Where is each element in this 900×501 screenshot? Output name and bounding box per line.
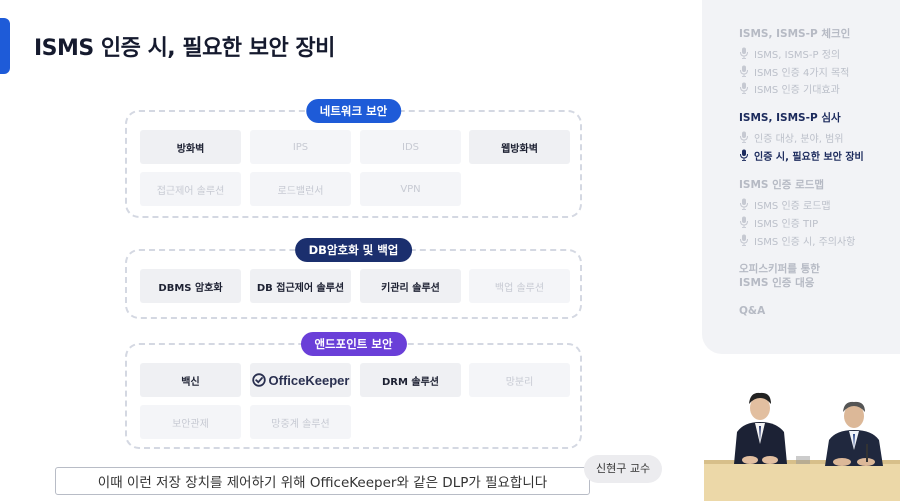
- mic-icon: [739, 65, 749, 77]
- tile-ids: IDS: [360, 130, 461, 164]
- officekeeper-logo-text: OfficeKeeper: [268, 372, 350, 388]
- presenter-1: [734, 392, 787, 464]
- toc-item-scope[interactable]: 인증 대상, 분야, 범위: [739, 130, 844, 145]
- mic-icon: [739, 198, 749, 210]
- toc-sidebar: [702, 0, 900, 354]
- toc-item-definition[interactable]: ISMS, ISMS-P 정의: [739, 46, 840, 61]
- tile-load-balancer: 로드밸런서: [250, 172, 351, 206]
- tile-drm: DRM 솔루션: [360, 363, 461, 397]
- tile-antivirus: 백신: [140, 363, 241, 397]
- toc-item-label: ISMS 인증 로드맵: [754, 201, 831, 212]
- tile-db-access-control: DB 접근제어 솔루션: [250, 269, 351, 303]
- toc-item-cautions[interactable]: ISMS 인증 시, 주의사항: [739, 233, 855, 248]
- toc-item-label: ISMS 인증 기대효과: [754, 85, 840, 96]
- tile-security-monitoring: 보안관제: [140, 405, 241, 439]
- tile-officekeeper: OfficeKeeper: [250, 363, 351, 397]
- title-accent-bar: [0, 18, 10, 74]
- toc-item-label: ISMS, ISMS-P 정의: [754, 50, 841, 61]
- mic-icon: [739, 234, 749, 246]
- officekeeper-check-icon: [251, 373, 266, 387]
- tile-key-management: 키관리 솔루션: [360, 269, 461, 303]
- speaker-badge: 신현구 교수: [584, 455, 663, 483]
- db-encryption-group: DB암호화 및 백업 DBMS 암호화 DB 접근제어 솔루션 키관리 솔루션 …: [125, 238, 582, 319]
- tile-network-separation: 망분리: [469, 363, 570, 397]
- page-title: ISMS 인증 시, 필요한 보안 장비: [34, 36, 335, 61]
- mic-icon-active: [739, 149, 749, 161]
- tile-vpn: VPN: [360, 172, 461, 206]
- toc-item-label: ISMS 인증 4가지 목적: [754, 68, 850, 79]
- toc-item-label: ISMS 인증 시, 주의사항: [754, 237, 856, 248]
- tile-access-control: 접근제어 솔루션: [140, 172, 241, 206]
- tile-web-firewall: 웹방화벽: [469, 130, 570, 164]
- group-pill-network-security: 네트워크 보안: [305, 99, 402, 123]
- toc-item-effects[interactable]: ISMS 인증 기대효과: [739, 81, 840, 96]
- toc-item-security-equipment[interactable]: 인증 시, 필요한 보안 장비: [739, 148, 864, 163]
- tile-backup: 백업 솔루션: [469, 269, 570, 303]
- tile-dbms-encryption: DBMS 암호화: [140, 269, 241, 303]
- mic-icon: [739, 47, 749, 59]
- toc-section-roadmap[interactable]: ISMS 인증 로드맵: [739, 179, 825, 191]
- toc-item-label: 인증 시, 필요한 보안 장비: [754, 152, 864, 163]
- presenter-2: [825, 401, 883, 466]
- toc-item-roadmap[interactable]: ISMS 인증 로드맵: [739, 197, 831, 212]
- toc-item-label: 인증 대상, 분야, 범위: [754, 134, 844, 145]
- toc-item-purposes[interactable]: ISMS 인증 4가지 목적: [739, 64, 849, 79]
- toc-section-checkin[interactable]: ISMS, ISMS-P 체크인: [739, 28, 851, 40]
- toc-section-audit[interactable]: ISMS, ISMS-P 심사: [739, 112, 841, 124]
- tile-firewall: 방화벽: [140, 130, 241, 164]
- network-security-group: 네트워크 보안 방화벽 IPS IDS 웹방화벽 접근제어 솔루션 로드밸런서 …: [125, 99, 582, 218]
- officekeeper-logo: OfficeKeeper: [251, 372, 350, 388]
- mic-icon: [739, 131, 749, 143]
- toc-item-label: ISMS 인증 TIP: [754, 219, 819, 230]
- mic-icon: [739, 82, 749, 94]
- subtitle-caption: 이때 이런 저장 장치를 제어하기 위해 OfficeKeeper와 같은 DL…: [55, 467, 590, 495]
- tile-ips: IPS: [250, 130, 351, 164]
- group-pill-db-encryption: DB암호화 및 백업: [294, 238, 413, 262]
- toc-section-qa[interactable]: Q&A: [739, 305, 766, 317]
- toc-item-tip[interactable]: ISMS 인증 TIP: [739, 215, 818, 230]
- tile-network-relay: 망중계 솔루션: [250, 405, 351, 439]
- presenter-video: [704, 386, 900, 501]
- mic-icon: [739, 216, 749, 228]
- group-pill-endpoint-security: 앤드포인트 보안: [300, 332, 407, 356]
- endpoint-security-group: 앤드포인트 보안 백신 OfficeKeeper DRM 솔루션 망분리 보안관…: [125, 332, 582, 449]
- toc-section-officekeeper[interactable]: 오피스키퍼를 통한 ISMS 인증 대응: [739, 263, 820, 289]
